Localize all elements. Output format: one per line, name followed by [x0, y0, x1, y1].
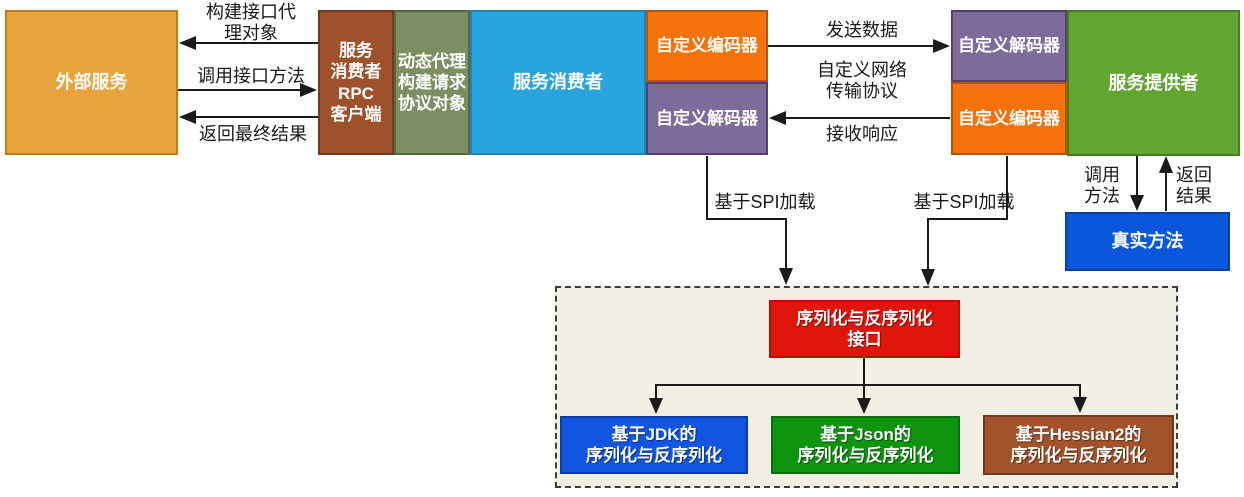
node-json-serialization: 基于Json的 序列化与反序列化 — [771, 416, 960, 474]
edge-label-call-interface-method: 调用接口方法 — [197, 66, 305, 86]
edge-label-build-proxy-object: 构建接口代 理对象 — [206, 2, 296, 44]
arrow-spi-load-left — [706, 156, 793, 285]
node-serialization-interface: 序列化与反序列化 接口 — [769, 300, 960, 358]
edge-label-spi-load-left: 基于SPI加载 — [714, 192, 816, 212]
node-real-method: 真实方法 — [1065, 212, 1230, 271]
edge-label-return-final-result: 返回最终结果 — [199, 124, 307, 144]
edge-label-receive-response: 接收响应 — [826, 124, 898, 144]
node-provider-decoder: 自定义解码器 — [951, 10, 1067, 82]
node-consumer-encoder: 自定义编码器 — [646, 10, 768, 82]
edge-label-spi-load-right: 基于SPI加载 — [913, 192, 1015, 212]
arrow-invoke-method — [1130, 156, 1144, 211]
node-jdk-serialization: 基于JDK的 序列化与反序列化 — [560, 416, 748, 474]
arrow-return-final-result — [179, 110, 318, 124]
arrow-return-result — [1159, 156, 1173, 211]
node-provider-encoder: 自定义编码器 — [951, 82, 1067, 155]
node-dynamic-proxy: 动态代理 构建请求 协议对象 — [394, 10, 470, 155]
node-consumer-decoder: 自定义解码器 — [646, 82, 768, 155]
node-rpc-client: 服务 消费者 RPC 客户端 — [318, 10, 394, 155]
arrow-receive-response — [769, 111, 950, 125]
edge-label-send-data: 发送数据 — [826, 20, 898, 40]
node-service-consumer: 服务消费者 — [470, 10, 646, 155]
edge-label-custom-network-protocol: 自定义网络 传输协议 — [817, 60, 907, 102]
node-service-provider: 服务提供者 — [1067, 10, 1240, 156]
arrow-spi-load-right — [921, 156, 1008, 286]
edge-label-return-result: 返回 结果 — [1176, 165, 1212, 207]
node-external-service: 外部服务 — [5, 10, 178, 155]
node-hessian-serialization: 基于Hessian2的 序列化与反序列化 — [983, 415, 1174, 475]
edge-label-invoke-method: 调用 方法 — [1084, 165, 1120, 207]
